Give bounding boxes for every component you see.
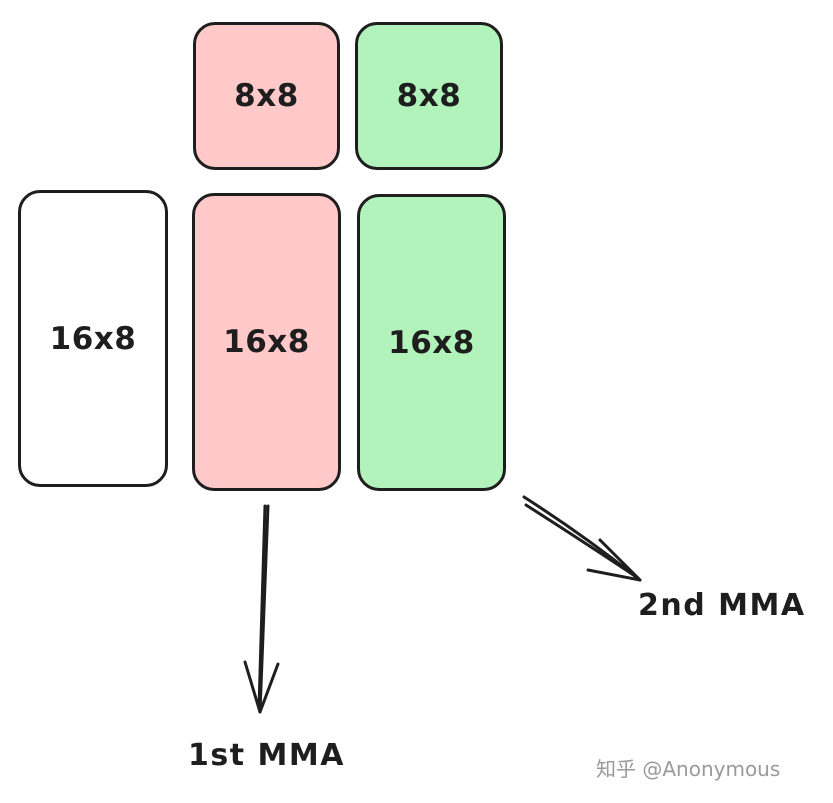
pink-16x8-block: 16x8 [192, 193, 341, 491]
green-16x8-block: 16x8 [357, 194, 506, 491]
second-mma-arrow [522, 495, 642, 582]
white-16x8-block: 16x8 [18, 190, 168, 487]
watermark: 知乎 @Anonymous [596, 757, 781, 781]
first-mma-label: 1st MMA [188, 738, 345, 773]
pink-8x8-block: 8x8 [193, 22, 340, 170]
second-mma-label: 2nd MMA [638, 588, 806, 623]
green-8x8-block: 8x8 [355, 22, 503, 170]
first-mma-arrow [243, 504, 280, 714]
